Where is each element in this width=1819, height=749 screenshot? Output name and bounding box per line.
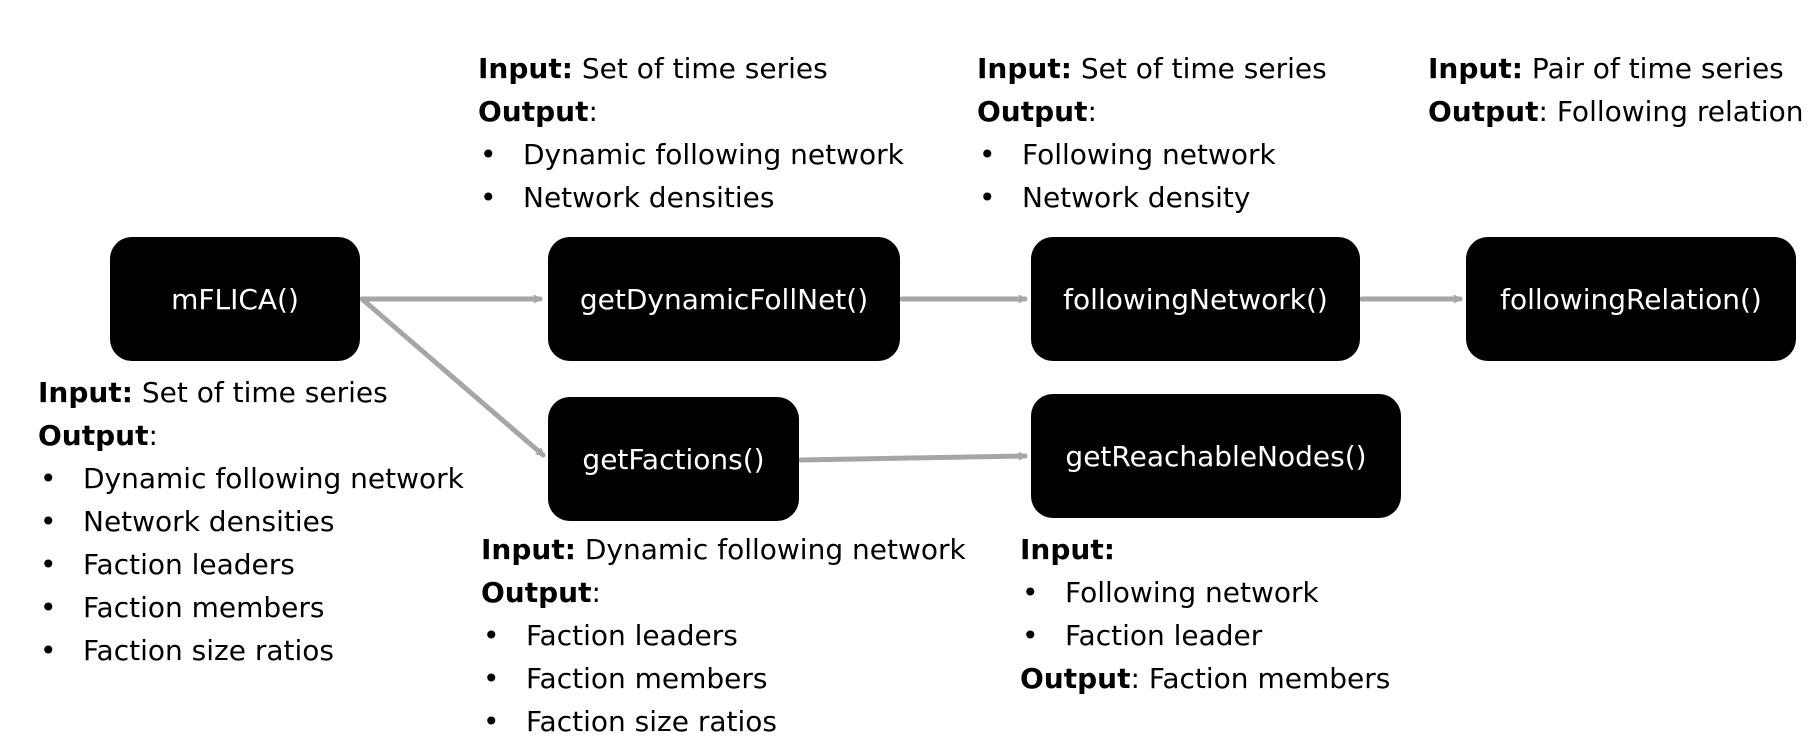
note-input-value: Dynamic following network — [584, 533, 966, 566]
output-label: Output — [481, 576, 592, 609]
node-mflica: mFLICA() — [110, 237, 360, 361]
note-input-line: Input: Pair of time series — [1428, 47, 1804, 90]
note-following-network: Input: Set of time series Output: Follow… — [977, 47, 1327, 219]
note-output-item: Network densities — [38, 500, 464, 543]
output-label: Output — [478, 95, 589, 128]
note-get-reachable-nodes: Input: Following network Faction leader … — [1020, 528, 1390, 700]
note-output-line: Output: — [977, 95, 1097, 128]
input-label: Input: — [1020, 533, 1115, 566]
note-input-line: Input: Set of time series — [977, 47, 1327, 90]
arrow-getfactions-to-getreachablenodes — [798, 456, 1028, 463]
output-label: Output — [38, 419, 149, 452]
note-output-line: Output: — [478, 95, 598, 128]
input-label: Input: — [1428, 52, 1523, 85]
note-get-factions: Input: Dynamic following network Output:… — [481, 528, 966, 743]
node-following-relation: followingRelation() — [1466, 237, 1796, 361]
note-output-line: Output: — [481, 576, 601, 609]
node-following-network: followingNetwork() — [1031, 237, 1360, 361]
note-input-line: Input: Set of time series — [478, 47, 904, 90]
note-output-item: Faction members — [481, 657, 966, 700]
note-following-relation: Input: Pair of time series Output: Follo… — [1428, 47, 1804, 133]
note-output-item: Following network — [977, 133, 1327, 176]
note-output-item: Faction leaders — [38, 543, 464, 586]
note-output-item: Faction size ratios — [481, 700, 966, 743]
note-input-value: Set of time series — [1080, 52, 1327, 85]
note-output-item: Faction members — [38, 586, 464, 629]
note-input-value: Set of time series — [141, 376, 388, 409]
note-output-line: Output: — [38, 419, 158, 452]
output-label: Output — [977, 95, 1088, 128]
input-label: Input: — [481, 533, 576, 566]
note-mflica: Input: Set of time series Output: Dynami… — [38, 371, 464, 672]
note-output-value: Faction members — [1148, 662, 1391, 695]
note-input-value: Set of time series — [581, 52, 828, 85]
note-output-line: Output: Faction members — [1020, 662, 1391, 695]
note-input-line: Input: Set of time series — [38, 371, 464, 414]
output-label: Output — [1428, 95, 1539, 128]
note-input-line: Input: — [1020, 528, 1390, 571]
node-get-dynamic-foll-net: getDynamicFollNet() — [548, 237, 900, 361]
note-output-item: Faction size ratios — [38, 629, 464, 672]
note-output-value: Following relation — [1556, 95, 1804, 128]
input-label: Input: — [478, 52, 573, 85]
note-get-dynamic-foll-net: Input: Set of time series Output: Dynami… — [478, 47, 904, 219]
note-output-item: Faction leaders — [481, 614, 966, 657]
note-output-item: Network densities — [478, 176, 904, 219]
arrow-mflica-to-getfactions — [359, 296, 546, 458]
note-input-value: Pair of time series — [1531, 52, 1784, 85]
output-label: Output — [1020, 662, 1131, 695]
note-input-item: Following network — [1020, 571, 1390, 614]
note-output-item: Network density — [977, 176, 1327, 219]
node-get-factions: getFactions() — [548, 397, 799, 521]
node-get-reachable-nodes: getReachableNodes() — [1031, 394, 1401, 518]
note-output-item: Dynamic following network — [478, 133, 904, 176]
note-output-line: Output: Following relation — [1428, 95, 1804, 128]
note-input-line: Input: Dynamic following network — [481, 528, 966, 571]
input-label: Input: — [977, 52, 1072, 85]
input-label: Input: — [38, 376, 133, 409]
note-output-item: Dynamic following network — [38, 457, 464, 500]
note-input-item: Faction leader — [1020, 614, 1390, 657]
